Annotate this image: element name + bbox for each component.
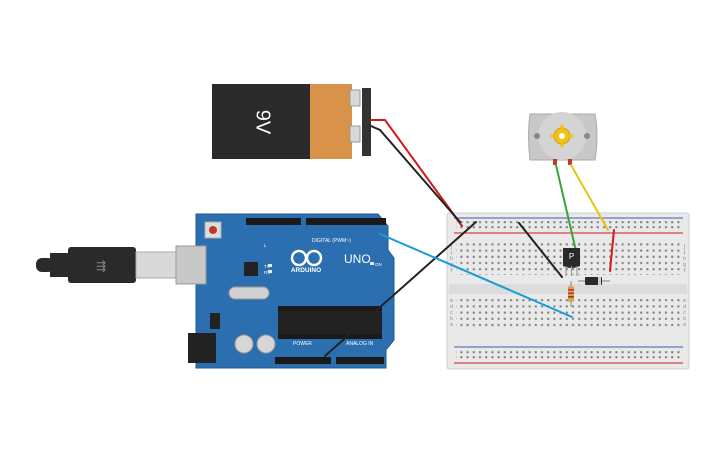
svg-text:j: j	[683, 244, 686, 250]
svg-text:i: i	[450, 250, 453, 256]
svg-text:h: h	[450, 256, 453, 262]
arduino-model: UNO	[344, 252, 371, 266]
svg-text:d: d	[683, 304, 686, 310]
power-label: POWER	[293, 341, 312, 347]
battery-band	[310, 84, 352, 159]
wire-emitter-ground[interactable]	[518, 222, 563, 278]
svg-text:h: h	[683, 256, 686, 262]
dc-motor[interactable]	[528, 112, 598, 165]
analog-label: ANALOG IN	[346, 341, 374, 347]
svg-text:c: c	[683, 310, 686, 316]
power-header[interactable]	[275, 357, 331, 364]
svg-text:j: j	[450, 244, 453, 250]
wire-battery-negative[interactable]	[370, 125, 461, 223]
on-label: ON	[375, 262, 382, 267]
svg-text:c: c	[450, 310, 453, 316]
bottom-rail-holes[interactable]	[456, 349, 682, 360]
svg-text:i: i	[683, 250, 686, 256]
svg-text:a: a	[450, 322, 453, 328]
wire-motor-a[interactable]	[555, 164, 577, 252]
wire-vcc[interactable]	[609, 229, 615, 272]
svg-text:d: d	[450, 304, 453, 310]
digital-header-right[interactable]	[306, 218, 386, 225]
transistor-label: P	[569, 252, 574, 261]
svg-text:f: f	[683, 268, 686, 274]
gear-icon	[550, 124, 574, 148]
svg-text:g: g	[683, 262, 686, 268]
svg-text:b: b	[683, 316, 686, 322]
svg-text:a: a	[683, 322, 686, 328]
wire-signal[interactable]	[379, 233, 573, 318]
svg-text:e: e	[450, 298, 453, 304]
power-jack[interactable]	[188, 333, 216, 363]
diode-icon[interactable]	[578, 277, 610, 285]
analog-header[interactable]	[336, 357, 384, 364]
digital-header-left[interactable]	[246, 218, 301, 225]
arduino-uno[interactable]: ⇶ ARDUINO UNO	[36, 213, 395, 369]
atmega-chip	[278, 311, 382, 334]
wire-battery-positive[interactable]	[370, 119, 463, 227]
svg-text:e: e	[683, 298, 686, 304]
usb-jack[interactable]	[175, 245, 207, 285]
transistor[interactable]: P	[563, 248, 580, 276]
rx-label: RX	[264, 270, 270, 275]
l-label: L	[264, 243, 267, 248]
battery-label: 9V	[252, 110, 274, 135]
digital-label: DIGITAL (PWM~)	[312, 238, 351, 244]
tx-label: TX	[264, 264, 270, 269]
usb-cable-icon[interactable]: ⇶	[36, 247, 177, 283]
svg-text:⇶: ⇶	[96, 259, 106, 273]
arduino-brand: ARDUINO	[291, 267, 321, 274]
top-rail-holes[interactable]	[456, 220, 682, 231]
wire-motor-b[interactable]	[570, 164, 609, 231]
battery-clip	[362, 88, 371, 156]
battery-body	[212, 84, 312, 159]
svg-text:f: f	[450, 268, 453, 274]
battery-9v[interactable]: 9V	[212, 84, 371, 159]
wire-gnd[interactable]	[324, 221, 477, 357]
resistor-icon[interactable]	[568, 281, 574, 307]
arduino-logo	[290, 249, 323, 267]
svg-text:b: b	[450, 316, 453, 322]
